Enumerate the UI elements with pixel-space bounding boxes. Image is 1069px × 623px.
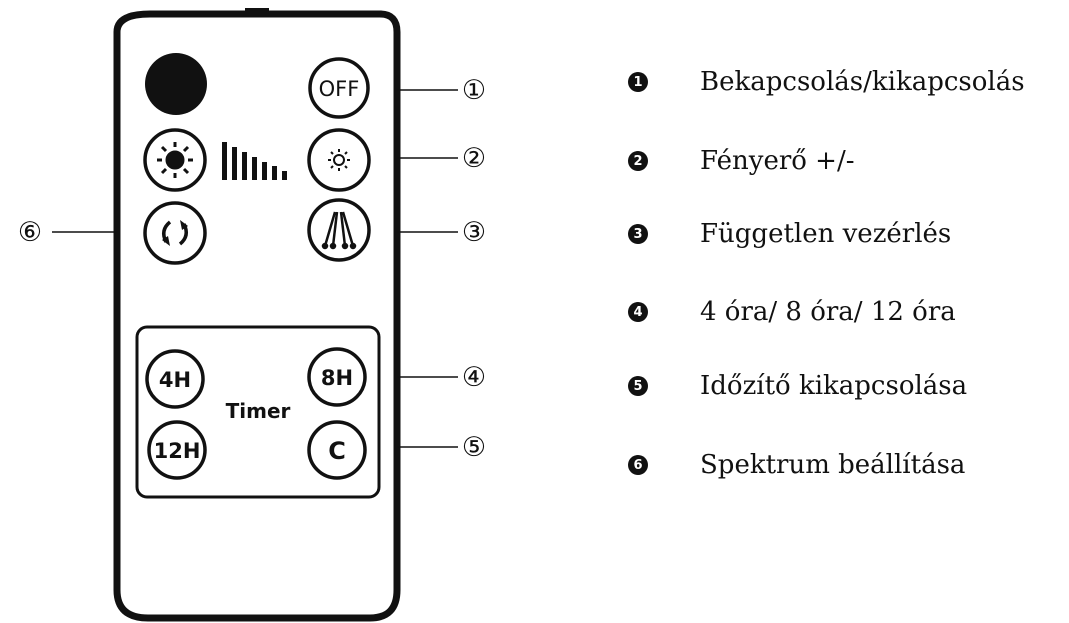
timer-4h-button[interactable]: 4H bbox=[145, 349, 205, 409]
timer-4h-label: 4H bbox=[159, 368, 191, 392]
timer-8h-button[interactable]: 8H bbox=[307, 347, 367, 407]
callout-3: ③ bbox=[462, 217, 486, 248]
callout-1: ① bbox=[462, 75, 486, 106]
legend-bullet: 6 bbox=[628, 455, 648, 475]
timer-cancel-label: C bbox=[328, 437, 346, 465]
power-button[interactable] bbox=[145, 53, 207, 115]
brightness-level-icon bbox=[222, 142, 287, 180]
dim-sun-icon bbox=[328, 149, 350, 171]
legend-text: Független vezérlés bbox=[700, 219, 952, 249]
legend-item: 3 Független vezérlés bbox=[628, 214, 951, 254]
timer-12h-label: 12H bbox=[154, 439, 201, 463]
independent-control-button[interactable] bbox=[307, 198, 371, 262]
legend-text: Időzítő kikapcsolása bbox=[700, 371, 968, 401]
timer-12h-button[interactable]: 12H bbox=[147, 420, 207, 480]
callout-lines bbox=[52, 89, 458, 448]
spectrum-button[interactable] bbox=[143, 201, 207, 265]
legend-bullet: 2 bbox=[628, 151, 648, 171]
remote-top-tab bbox=[245, 8, 269, 16]
legend-text: 4 óra/ 8 óra/ 12 óra bbox=[700, 297, 956, 327]
legend-bullet: 3 bbox=[628, 224, 648, 244]
brightness-down-button[interactable] bbox=[307, 128, 371, 192]
brightness-up-button[interactable] bbox=[143, 128, 207, 192]
callout-4: ④ bbox=[462, 362, 486, 393]
timer-cancel-button[interactable]: C bbox=[307, 420, 367, 480]
legend-item: 5 Időzítő kikapcsolása bbox=[628, 366, 967, 406]
legend-item: 6 Spektrum beállítása bbox=[628, 445, 965, 485]
off-button[interactable]: OFF bbox=[308, 57, 370, 119]
legend-bullet: 5 bbox=[628, 376, 648, 396]
callout-6: ⑥ bbox=[18, 217, 42, 248]
legend-bullet: 4 bbox=[628, 302, 648, 322]
cycle-arrows-icon bbox=[162, 220, 188, 246]
legend: 1 Bekapcsolás/kikapcsolás 2 Fényerő +/- … bbox=[628, 0, 1068, 623]
callout-5: ⑤ bbox=[462, 432, 486, 463]
light-beams-icon bbox=[321, 211, 357, 250]
off-label: OFF bbox=[319, 77, 360, 101]
legend-item: 4 4 óra/ 8 óra/ 12 óra bbox=[628, 292, 956, 332]
legend-text: Fényerő +/- bbox=[700, 146, 855, 176]
legend-text: Spektrum beállítása bbox=[700, 450, 966, 480]
legend-bullet: 1 bbox=[628, 72, 648, 92]
sun-icon bbox=[157, 142, 193, 178]
callout-2: ② bbox=[462, 143, 486, 174]
timer-label: Timer bbox=[226, 399, 291, 423]
legend-item: 2 Fényerő +/- bbox=[628, 141, 855, 181]
legend-text: Bekapcsolás/kikapcsolás bbox=[700, 67, 1025, 97]
timer-8h-label: 8H bbox=[321, 366, 353, 390]
legend-item: 1 Bekapcsolás/kikapcsolás bbox=[628, 62, 1025, 102]
